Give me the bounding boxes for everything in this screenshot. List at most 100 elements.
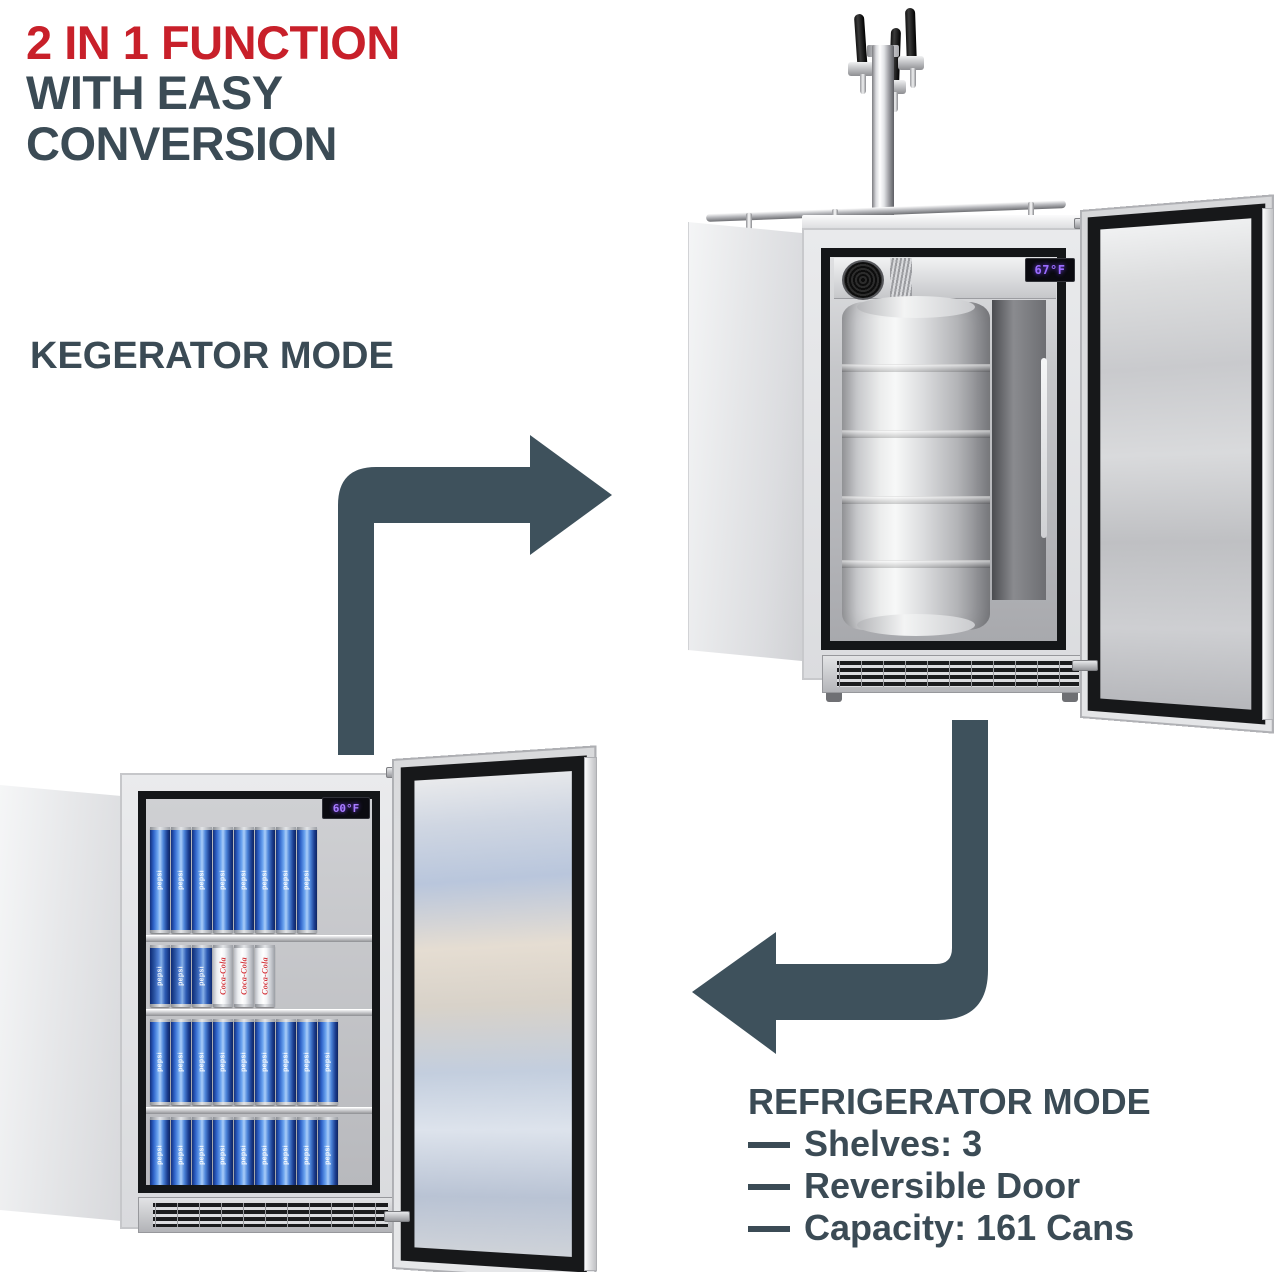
arrow-to-refrigerator bbox=[692, 720, 988, 1054]
can-label: pepsi bbox=[198, 966, 206, 986]
can-pepsi: pepsi bbox=[255, 1117, 275, 1193]
keg-band-1 bbox=[842, 364, 990, 372]
tap-spout-1 bbox=[860, 74, 866, 94]
can-bottom bbox=[171, 1102, 191, 1105]
can-top bbox=[276, 1117, 296, 1120]
kegerator-mode-label: KEGERATOR MODE bbox=[30, 335, 394, 377]
feature-label: Reversible Door bbox=[804, 1165, 1081, 1207]
feature-item-capacity: Capacity: 161 Cans bbox=[748, 1208, 1268, 1248]
can-bottom bbox=[297, 930, 317, 933]
can-bottom bbox=[276, 1190, 296, 1193]
can-bottom bbox=[192, 1004, 212, 1007]
can-top bbox=[171, 1117, 191, 1120]
can-label: Coca-Cola bbox=[239, 957, 249, 995]
keg-band-2 bbox=[842, 430, 990, 438]
tap-faucet-3 bbox=[898, 56, 924, 70]
can-pepsi: pepsi bbox=[297, 1019, 317, 1105]
can-bottom bbox=[276, 930, 296, 933]
tap-faucet-1 bbox=[848, 62, 874, 76]
can-bottom bbox=[150, 1102, 170, 1105]
refrigerator-temperature-display[interactable]: 60°F bbox=[322, 797, 370, 819]
can-pepsi: pepsi bbox=[255, 1019, 275, 1105]
interior-light-strip bbox=[1041, 358, 1047, 538]
can-top bbox=[234, 1117, 254, 1120]
can-bottom bbox=[150, 930, 170, 933]
can-bottom bbox=[234, 1102, 254, 1105]
grille-slots bbox=[153, 1203, 388, 1227]
can-label: pepsi bbox=[324, 1052, 332, 1072]
door-inner-panel bbox=[414, 771, 572, 1257]
can-bottom bbox=[255, 1190, 275, 1193]
can-top bbox=[297, 827, 317, 830]
refrigerator-appliance-image: pepsi pepsi pepsi pepsi bbox=[0, 745, 700, 1272]
can-bottom bbox=[213, 1004, 233, 1007]
can-top bbox=[150, 1117, 170, 1120]
shelf-2 bbox=[146, 1009, 372, 1016]
can-top bbox=[255, 1019, 275, 1022]
can-label: pepsi bbox=[219, 1145, 227, 1165]
can-pepsi: pepsi bbox=[192, 945, 212, 1007]
can-pepsi: pepsi bbox=[171, 1117, 191, 1185]
kegerator-vent-grille bbox=[822, 655, 1084, 693]
can-label: pepsi bbox=[303, 870, 311, 890]
can-label: pepsi bbox=[156, 966, 164, 986]
dash-icon bbox=[748, 1225, 790, 1232]
can-top bbox=[171, 945, 191, 948]
arrow-to-kegerator bbox=[338, 435, 612, 755]
can-label: pepsi bbox=[219, 870, 227, 890]
grille-slots bbox=[837, 661, 1079, 687]
kegerator-door-outer-edge bbox=[1262, 208, 1274, 720]
kegerator-temperature-display[interactable]: 67°F bbox=[1025, 258, 1075, 282]
can-pepsi: pepsi bbox=[318, 1117, 338, 1185]
can-top bbox=[276, 827, 296, 830]
can-top bbox=[255, 945, 275, 948]
dash-icon bbox=[748, 1183, 790, 1190]
kegerator-foot-right bbox=[1062, 693, 1078, 702]
kegerator-side-panel bbox=[688, 222, 807, 662]
can-top bbox=[255, 827, 275, 830]
can-label: pepsi bbox=[177, 1052, 185, 1072]
refrigerator-vent-grille bbox=[138, 1197, 393, 1233]
can-pepsi: pepsi bbox=[150, 1117, 170, 1193]
can-top bbox=[318, 1019, 338, 1022]
cooling-fan-icon bbox=[842, 260, 884, 300]
can-pepsi: pepsi bbox=[213, 1117, 233, 1193]
can-pepsi: pepsi bbox=[192, 827, 212, 933]
can-bottom bbox=[150, 1190, 170, 1193]
can-coca-cola: Coca-Cola bbox=[213, 945, 233, 1007]
can-pepsi: pepsi bbox=[255, 827, 275, 933]
can-top bbox=[213, 945, 233, 948]
can-pepsi: pepsi bbox=[297, 1117, 317, 1185]
can-label: pepsi bbox=[156, 870, 164, 890]
kegerator-open-door[interactable] bbox=[1080, 194, 1274, 734]
feature-item-reversible-door: Reversible Door bbox=[748, 1165, 1268, 1207]
can-bottom bbox=[297, 1102, 317, 1105]
kegerator-rear-wall bbox=[992, 300, 1046, 600]
can-label: pepsi bbox=[282, 870, 290, 890]
can-pepsi: pepsi bbox=[234, 827, 254, 933]
kegerator-appliance-image: 67°F bbox=[684, 0, 1280, 740]
can-bottom bbox=[150, 1004, 170, 1007]
can-bottom bbox=[213, 1190, 233, 1193]
can-top bbox=[150, 827, 170, 830]
can-top bbox=[213, 1019, 233, 1022]
rail-post-right bbox=[1028, 202, 1034, 224]
can-top bbox=[150, 945, 170, 948]
can-row-2: pepsi pepsi pepsi Coca-Cola bbox=[150, 945, 275, 1007]
can-pepsi: pepsi bbox=[192, 1117, 212, 1193]
can-label: pepsi bbox=[177, 1145, 185, 1165]
can-label: pepsi bbox=[324, 1145, 332, 1165]
can-row-1: pepsi pepsi pepsi pepsi bbox=[150, 827, 317, 933]
can-bottom bbox=[318, 1102, 338, 1105]
headline-line-1: 2 IN 1 FUNCTION bbox=[26, 16, 400, 69]
shelf-1 bbox=[146, 935, 372, 942]
refrigerator-door-outer-edge bbox=[584, 757, 597, 1271]
door-inner-panel bbox=[1100, 218, 1252, 710]
can-pepsi: pepsi bbox=[276, 1117, 296, 1193]
can-coca-cola: Coca-Cola bbox=[234, 945, 254, 1007]
can-label: pepsi bbox=[282, 1052, 290, 1072]
can-pepsi: pepsi bbox=[276, 1019, 296, 1105]
refrigerator-open-door[interactable] bbox=[392, 745, 597, 1272]
can-bottom bbox=[192, 1190, 212, 1193]
